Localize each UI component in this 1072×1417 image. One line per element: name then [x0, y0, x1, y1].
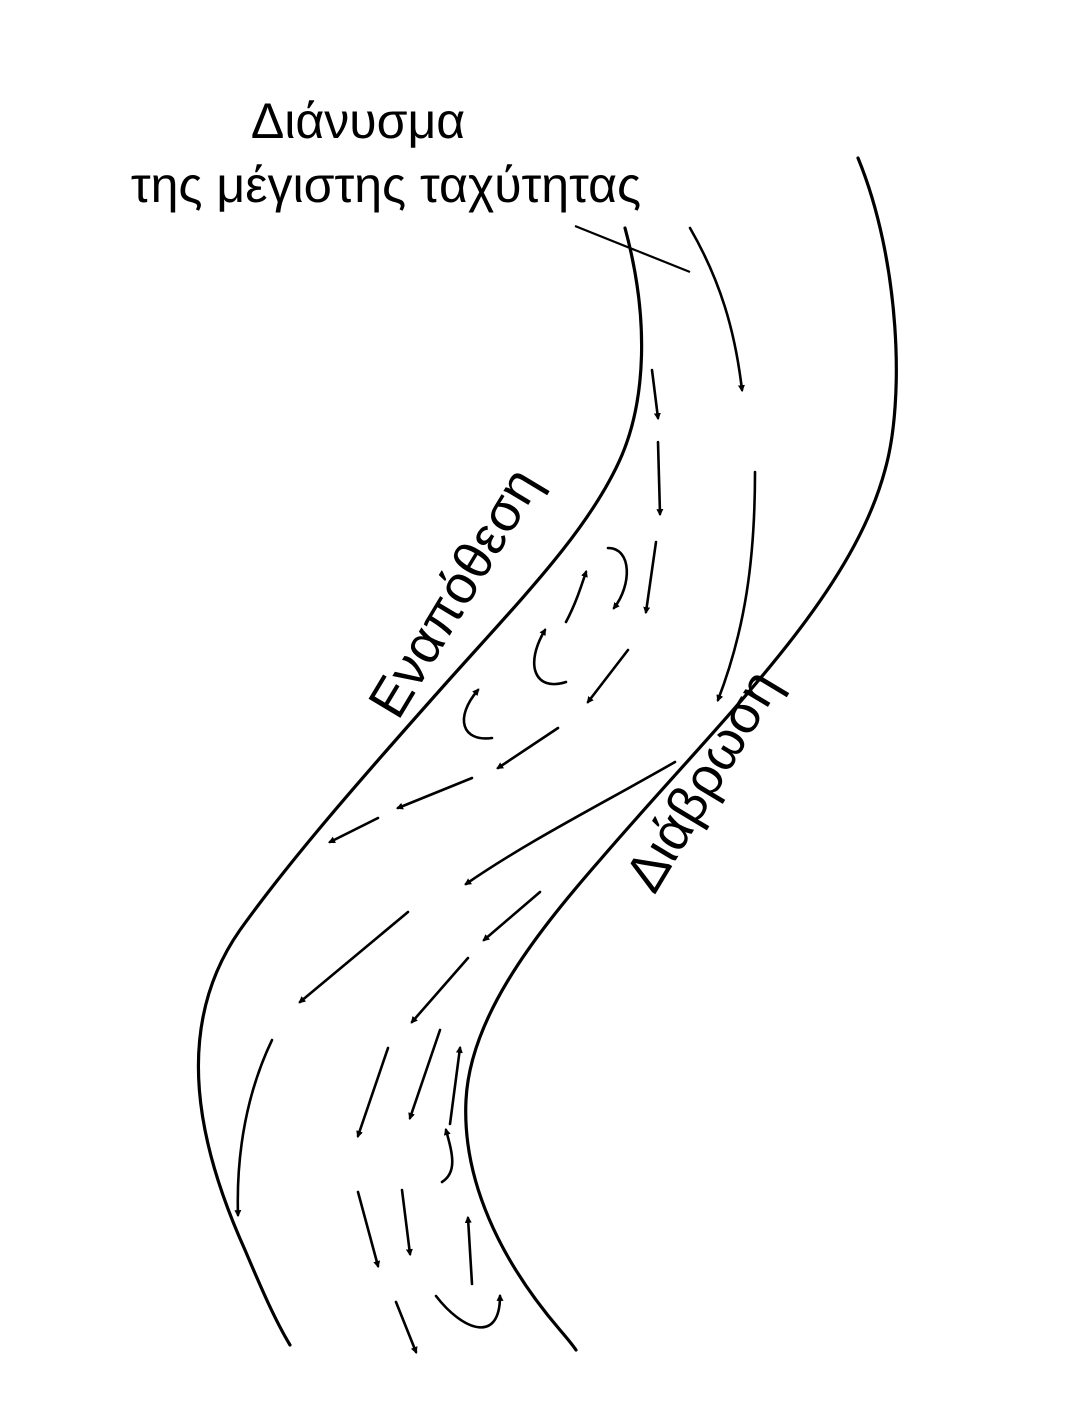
- flow-arrow: [356, 1190, 381, 1269]
- eddy-arrow: [434, 1293, 504, 1329]
- flow-arrow: [656, 440, 664, 517]
- eddy-arrow: [462, 688, 494, 740]
- flow-arrow: [234, 1038, 274, 1218]
- title-leader-line: [574, 224, 691, 274]
- right-bank-line: [464, 156, 898, 1352]
- flow-arrow: [408, 1028, 442, 1120]
- max-velocity-vector: [688, 226, 745, 393]
- max-velocity-vector: [464, 760, 677, 886]
- flow-arrow: [328, 816, 380, 844]
- upstream-flow-arrow: [448, 1045, 463, 1126]
- flow-arrow: [496, 726, 560, 770]
- max-velocity-vector: [716, 470, 757, 702]
- flow-arrow: [400, 1188, 413, 1257]
- flow-arrow: [643, 540, 658, 615]
- eddy-arrow: [532, 628, 568, 686]
- flow-arrow: [650, 368, 661, 421]
- flow-arrow: [410, 956, 470, 1024]
- eddy-arrow: [440, 1127, 454, 1184]
- left-bank-line: [196, 226, 644, 1347]
- flow-arrow: [394, 1300, 418, 1354]
- flow-arrow: [482, 890, 542, 942]
- diagram-title-line2: της μέγιστης ταχύτητας: [131, 157, 641, 213]
- flow-arrow: [298, 910, 410, 1004]
- diagram-title-line1: Διάνυσμα: [251, 93, 465, 149]
- deposition-label: Εναπόθεση: [357, 458, 552, 728]
- flow-arrow: [586, 648, 630, 704]
- flow-arrow: [356, 1046, 390, 1138]
- upstream-flow-arrow: [464, 1215, 474, 1286]
- eddy-arrow: [606, 546, 629, 610]
- flow-arrow: [396, 776, 474, 810]
- eddy-arrow: [564, 570, 588, 624]
